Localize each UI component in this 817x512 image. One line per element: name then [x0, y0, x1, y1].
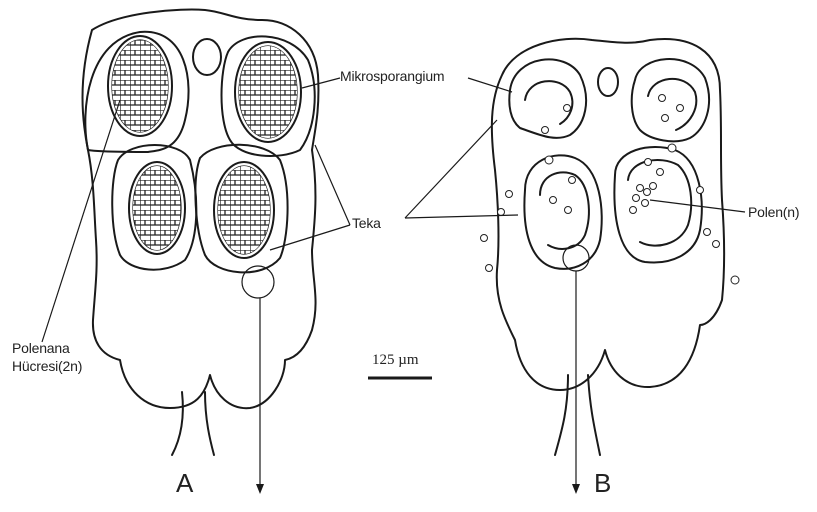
anther-b-arrow-head — [572, 484, 580, 494]
label-mikrosporangium: Mikrosporangium — [340, 68, 444, 84]
label-teka: Teka — [352, 215, 381, 231]
pollen-grains — [481, 95, 740, 285]
anther-b-locule-ur — [632, 59, 709, 141]
anther-b-locule-ur-inner — [648, 79, 696, 130]
leader-polen — [650, 200, 745, 212]
label-pmc-line2: Hücresi(2n) — [12, 358, 82, 374]
pmc-cells-ur — [230, 40, 310, 152]
pmc-cells-lr — [210, 160, 280, 260]
label-scale: 125 µm — [372, 352, 419, 369]
anther-a-arrow-head — [256, 484, 264, 494]
leader-mikro-a — [302, 78, 340, 88]
leader-teka-a1 — [315, 145, 350, 225]
label-panel-a: A — [176, 468, 193, 499]
leader-pmc — [42, 100, 120, 342]
label-panel-b: B — [594, 468, 611, 499]
anther-b-filament-2 — [588, 375, 600, 455]
label-polen: Polen(n) — [748, 204, 799, 220]
leader-teka-a2 — [270, 225, 350, 250]
anther-a-connective — [193, 39, 221, 75]
anther-b-locule-ul — [509, 59, 586, 138]
anther-b-locule-ul-inner — [525, 81, 572, 124]
leader-mikro-b — [468, 78, 512, 92]
anther-b — [481, 39, 740, 494]
anther-b-filament — [555, 375, 568, 455]
anther-b-connective — [598, 68, 618, 96]
leader-teka-b1 — [405, 120, 497, 218]
label-pmc-line1: Polenana — [12, 340, 70, 356]
anther-a-filament — [172, 392, 183, 455]
anther-a-filament-2 — [205, 392, 214, 455]
leader-teka-b2 — [405, 215, 518, 218]
